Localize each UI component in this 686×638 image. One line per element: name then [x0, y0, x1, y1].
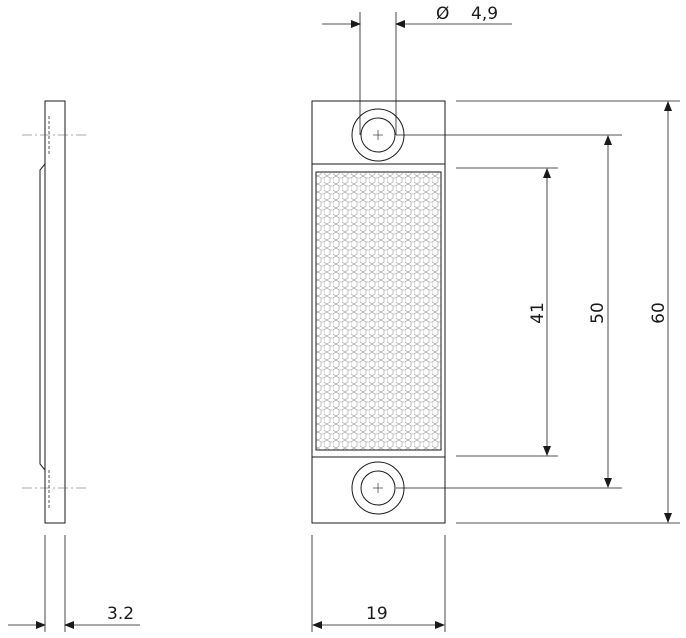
- width-label: 19: [366, 604, 388, 624]
- hole-spacing-label: 50: [588, 302, 608, 324]
- side-profile: [39, 100, 66, 524]
- front-body: [311, 100, 446, 524]
- thickness-label: 3.2: [107, 604, 134, 624]
- overall-height-label: 60: [649, 302, 669, 324]
- top-hole-inner: [360, 117, 396, 153]
- front-view: [311, 12, 680, 632]
- reflector-area: [315, 171, 442, 451]
- diameter-symbol: Ø: [436, 4, 449, 24]
- side-view: [8, 100, 140, 632]
- reflector-height-label: 41: [528, 302, 548, 324]
- bottom-hole-inner: [360, 470, 396, 506]
- diameter-label: 4,9: [471, 4, 498, 24]
